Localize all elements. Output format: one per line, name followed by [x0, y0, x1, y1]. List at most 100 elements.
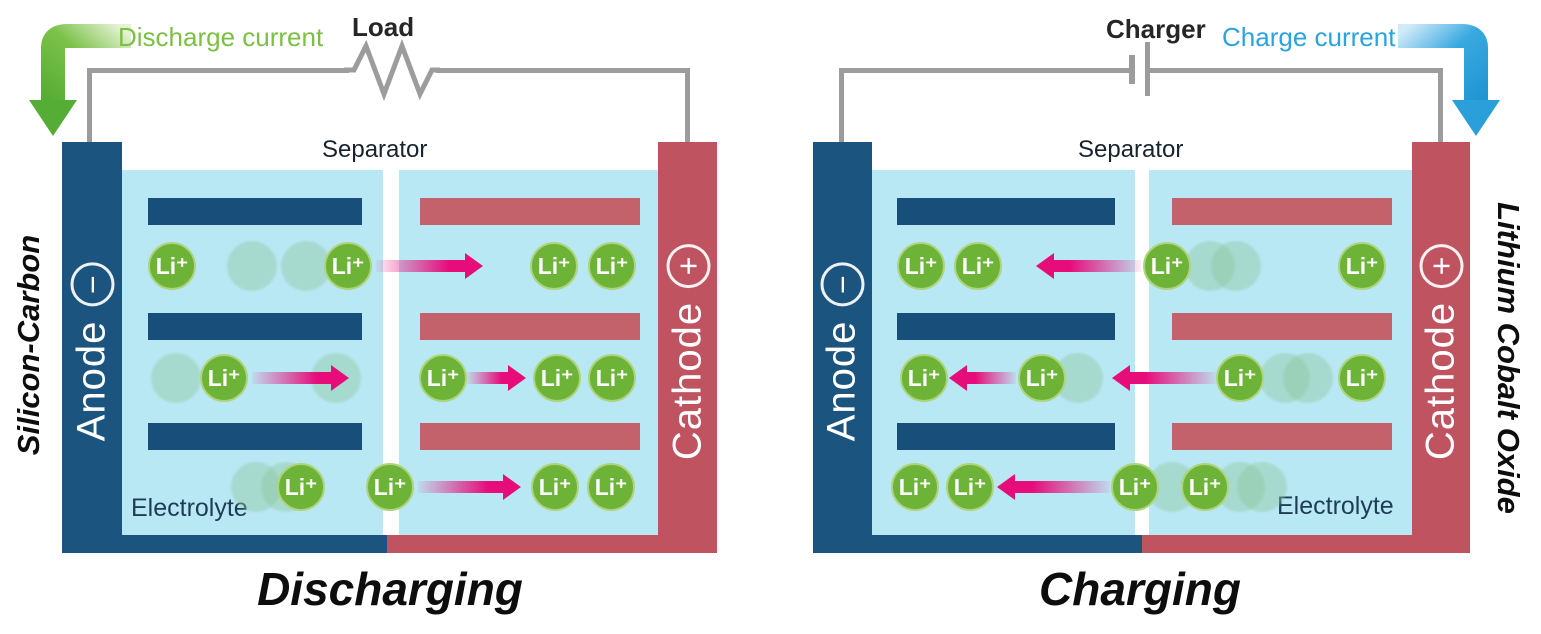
ion-arrow-shaft	[252, 372, 333, 384]
ghost-ion	[231, 462, 281, 512]
lithium-ion: Li⁺	[200, 354, 248, 402]
anode-text-right: Anode	[819, 320, 864, 442]
ion-arrow-shaft	[1052, 260, 1141, 272]
ion-arrow-head	[997, 474, 1015, 500]
ghost-ion	[1260, 353, 1310, 403]
electrode-layer-bar-cathode	[420, 313, 640, 340]
separator-label-right: Separator	[1078, 136, 1184, 163]
ion-arrow-head	[503, 474, 521, 500]
lithium-ion: Li⁺	[1018, 354, 1066, 402]
anode-terminal-right	[813, 142, 872, 553]
lithium-ion: Li⁺	[419, 354, 467, 402]
plus-sign-icon-left: +	[666, 243, 710, 288]
lithium-ion: Li⁺	[897, 242, 945, 290]
lithium-ion: Li⁺	[1216, 354, 1264, 402]
ion-arrow-shaft	[418, 481, 505, 493]
charge-current-arrow-icon	[1398, 24, 1500, 136]
lithium-ion: Li⁺	[1143, 242, 1191, 290]
cathode-text-left: Cathode	[665, 301, 710, 461]
ion-flow-arrow-left	[997, 474, 1110, 500]
lithium-ion: Li⁺	[588, 354, 636, 402]
lithium-ion: Li⁺	[954, 242, 1002, 290]
ghost-ion	[1211, 241, 1261, 291]
bottom-bar-anode-left	[62, 535, 387, 553]
lithium-ion: Li⁺	[1338, 354, 1386, 402]
ion-flow-arrow-right	[467, 365, 526, 391]
caption-charging: Charging	[1039, 563, 1241, 615]
electrolyte-label-left: Electrolyte	[131, 494, 248, 523]
electrode-layer-bar-cathode	[1172, 198, 1392, 225]
lithium-ion: Li⁺	[277, 463, 325, 511]
lithium-ion: Li⁺	[1181, 463, 1229, 511]
lithium-ion: Li⁺	[1338, 242, 1386, 290]
ghost-ion	[281, 241, 331, 291]
cathode-terminal-left	[658, 142, 717, 553]
wire-left-vertical-cathode	[685, 68, 690, 144]
ion-arrow-shaft	[965, 372, 1016, 384]
lithium-ion: Li⁺	[530, 242, 578, 290]
ion-arrow-shaft	[1128, 372, 1216, 384]
ion-flow-arrow-right	[376, 253, 483, 279]
ion-arrow-head	[465, 253, 483, 279]
ion-arrow-head	[1036, 253, 1054, 279]
lithium-ion: Li⁺	[946, 463, 994, 511]
wire-right-horizontal-2	[1150, 68, 1440, 73]
wire-right-vertical-anode	[839, 68, 844, 144]
electrode-layer-bar-anode	[148, 198, 362, 225]
discharge-current-arrow-icon	[29, 24, 131, 136]
bottom-bar-cathode-left	[387, 535, 717, 553]
anode-terminal-left	[62, 142, 122, 553]
lithium-ion: Li⁺	[148, 242, 196, 290]
cathode-text-right: Cathode	[1418, 301, 1463, 461]
lithium-ion: Li⁺	[900, 354, 948, 402]
electrode-layer-bar-cathode	[420, 198, 640, 225]
lithium-ion: Li⁺	[588, 242, 636, 290]
ion-arrow-shaft	[1013, 481, 1110, 493]
ghost-ion	[1237, 462, 1287, 512]
ion-flow-arrow-left	[1112, 365, 1216, 391]
lithium-ion: Li⁺	[533, 354, 581, 402]
ion-arrow-head	[331, 365, 349, 391]
ghost-ion	[227, 241, 277, 291]
electrode-layer-bar-anode	[148, 313, 362, 340]
electrode-layer-bar-anode	[897, 423, 1115, 450]
electrode-layer-bar-cathode	[1172, 313, 1392, 340]
minus-sign-icon-left: −	[70, 262, 114, 307]
wire-left-vertical-anode	[87, 68, 92, 144]
ion-flow-arrow-left	[949, 365, 1016, 391]
electrode-layer-bar-anode	[897, 313, 1115, 340]
plus-sign-icon-right: +	[1419, 243, 1463, 288]
wire-right-vertical-cathode	[1438, 68, 1443, 144]
wire-right-horizontal-1	[839, 68, 1129, 73]
bottom-bar-cathode-right	[1142, 535, 1470, 553]
ion-arrow-head	[949, 365, 967, 391]
ion-flow-arrow-right	[252, 365, 349, 391]
charge-current-label: Charge current	[1222, 22, 1396, 52]
anode-text-left: Anode	[69, 320, 114, 442]
electrode-layer-bar-anode	[148, 423, 362, 450]
cathode-terminal-right	[1412, 142, 1470, 553]
electrode-layer-bar-anode	[897, 198, 1115, 225]
wire-left-horizontal-1	[87, 68, 349, 73]
electrode-layer-bar-cathode	[420, 423, 640, 450]
electrolyte-label-right: Electrolyte	[1277, 492, 1394, 521]
ghost-ion	[1283, 353, 1333, 403]
caption-discharging: Discharging	[257, 563, 523, 615]
wire-left-horizontal-2	[436, 68, 690, 73]
bottom-bar-anode-right	[813, 535, 1142, 553]
charger-label: Charger	[1106, 14, 1206, 44]
ion-arrow-shaft	[467, 372, 510, 384]
ghost-ion	[1185, 241, 1235, 291]
load-label: Load	[352, 12, 415, 42]
ion-flow-arrow-right	[418, 474, 521, 500]
ion-flow-arrow-left	[1036, 253, 1141, 279]
discharge-current-label: Discharge current	[118, 22, 324, 52]
ion-arrow-head	[1112, 365, 1130, 391]
ghost-ion	[151, 353, 201, 403]
separator-label-left: Separator	[322, 136, 428, 163]
lithium-ion: Li⁺	[587, 463, 635, 511]
charger-battery-symbol-short-plate	[1129, 55, 1135, 84]
lithium-ion: Li⁺	[1111, 463, 1159, 511]
lithium-ion: Li⁺	[531, 463, 579, 511]
